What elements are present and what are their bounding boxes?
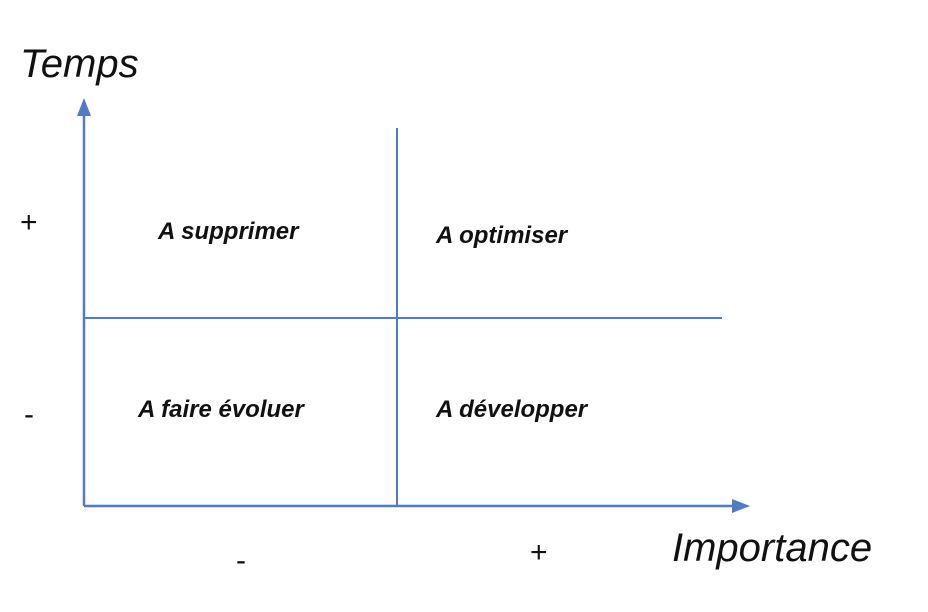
x-axis-arrowhead — [732, 499, 750, 513]
quadrant-bottom-left: A faire évoluer — [138, 396, 304, 423]
y-axis-arrowhead — [77, 98, 91, 116]
quadrant-top-right: A optimiser — [436, 222, 568, 249]
quadrant-top-left: A supprimer — [158, 218, 299, 245]
x-axis-title: Importance — [672, 526, 873, 570]
y-axis-title: Temps — [20, 42, 139, 86]
y-axis-high-sign: + — [20, 206, 38, 239]
quadrant-bottom-right: A développer — [436, 396, 588, 423]
x-axis-high-sign: + — [530, 536, 548, 569]
x-axis-low-sign: - — [236, 544, 246, 577]
y-axis-low-sign: - — [24, 398, 34, 431]
